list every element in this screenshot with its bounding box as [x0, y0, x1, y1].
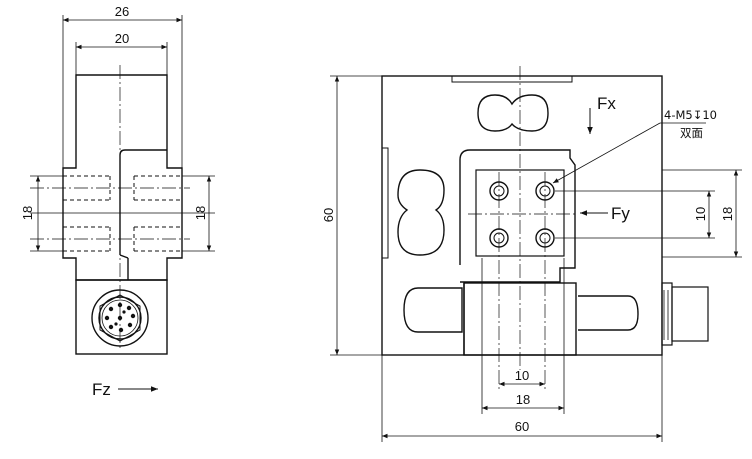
- dim-60-horizontal: 60: [515, 419, 529, 434]
- dim-60-vertical: 60: [321, 208, 336, 222]
- thread-spec: 4-M5↧10: [664, 108, 717, 122]
- dim-10-horizontal: 10: [515, 368, 529, 383]
- dim-20: 20: [115, 31, 129, 46]
- dim-26: 26: [115, 4, 129, 19]
- dim-18-right: 18: [193, 206, 208, 220]
- connector-outer-ring: [91, 289, 149, 347]
- front-view: [330, 66, 742, 442]
- dim-18-vertical: 18: [720, 207, 735, 221]
- dim-18-horizontal: 18: [516, 392, 530, 407]
- thread-note: 双面: [680, 126, 703, 140]
- side-view: [30, 15, 215, 392]
- dim-18-left: 18: [20, 206, 35, 220]
- fz-label: Fz: [92, 380, 111, 399]
- dim-10-vertical: 10: [693, 207, 708, 221]
- fy-label: Fy: [611, 204, 630, 223]
- connector-pins: [104, 302, 136, 333]
- fx-label: Fx: [597, 94, 616, 113]
